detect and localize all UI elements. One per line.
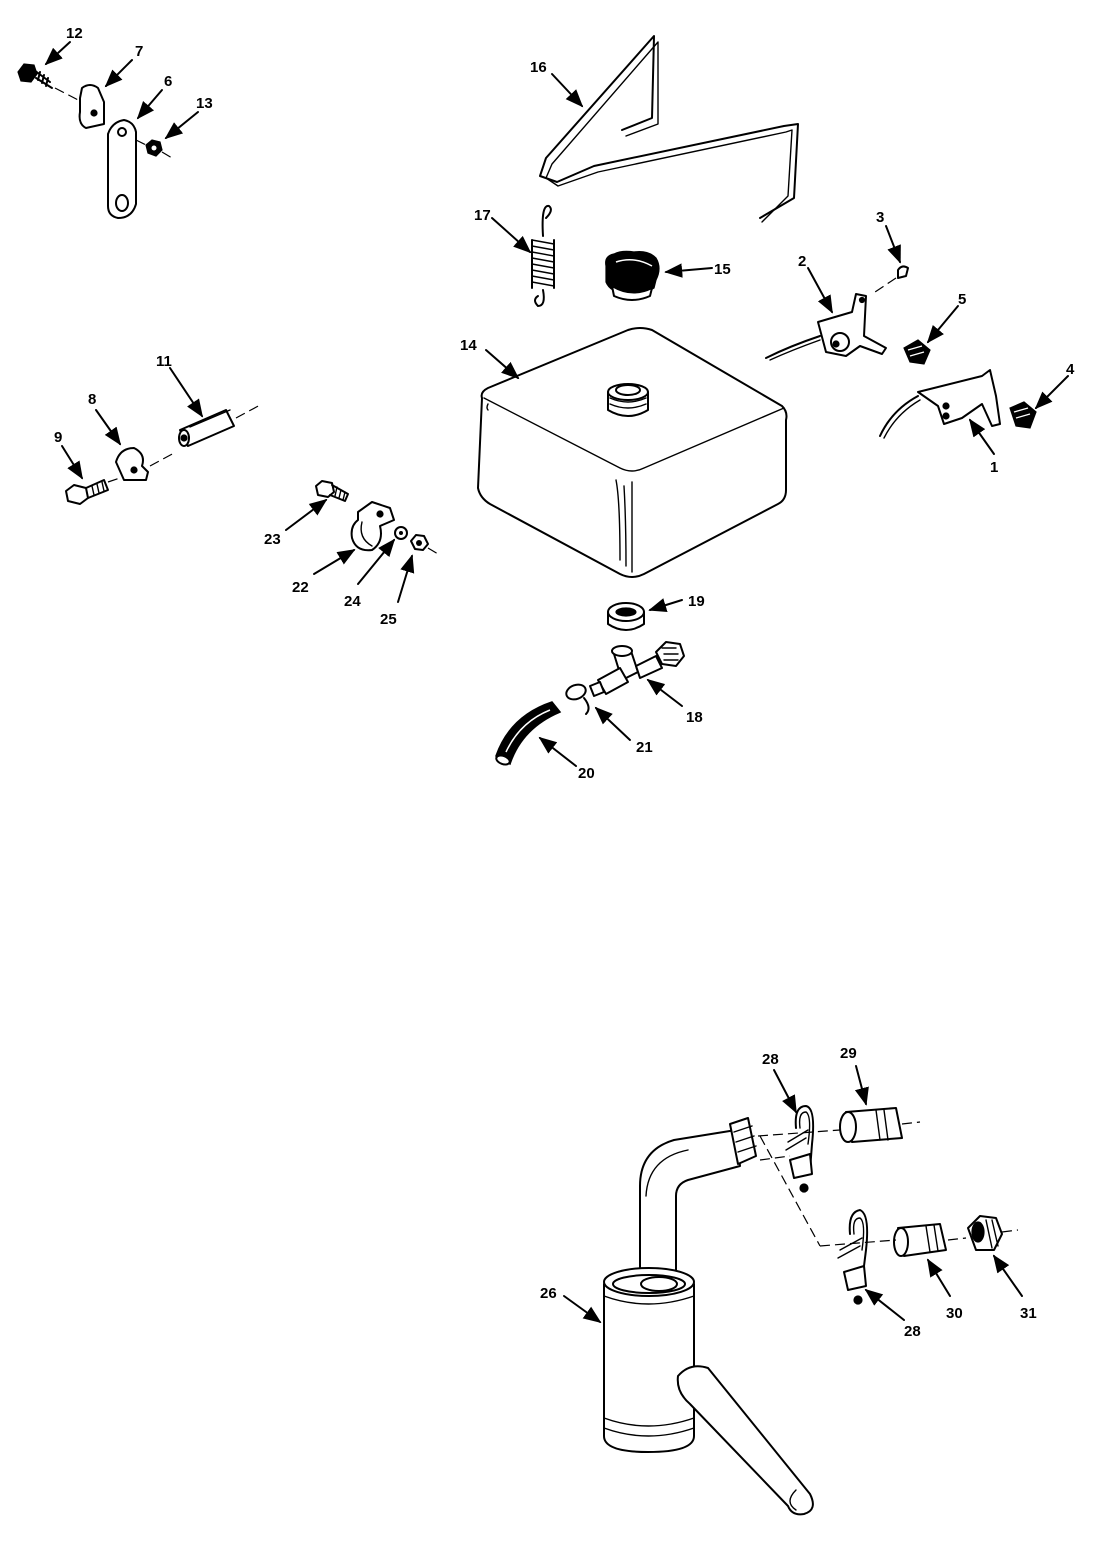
- callout-5: 5: [958, 291, 966, 308]
- part-24-washer: [394, 526, 408, 540]
- callout-3: 3: [876, 209, 884, 226]
- part-17-spring: [531, 204, 555, 307]
- part-14-fuel-tank: [477, 327, 788, 578]
- callout-21: 21: [636, 739, 653, 756]
- callout-19: 19: [688, 593, 705, 610]
- part-6-link-plate: [107, 119, 137, 219]
- part-12-bolt: [17, 63, 83, 103]
- callout-1: 1: [990, 459, 998, 476]
- part-20-fuel-hose: [495, 701, 562, 766]
- callout-11: 11: [156, 353, 172, 370]
- assembly-lines: [757, 1129, 897, 1247]
- callout-28-upper: 28: [762, 1051, 779, 1068]
- callout-12: 12: [66, 25, 83, 42]
- part-29-pipe-adapter: [839, 1107, 921, 1143]
- part-21-hose-clip: [565, 683, 590, 715]
- callout-7: 7: [135, 43, 143, 60]
- leader-arrows: [44, 41, 1069, 1324]
- callout-20: 20: [578, 765, 595, 782]
- callout-25: 25: [380, 611, 397, 628]
- callout-31: 31: [1020, 1305, 1037, 1322]
- callout-8: 8: [88, 391, 96, 408]
- part-23-screw: [315, 480, 349, 502]
- part-11-spacer: [178, 403, 263, 447]
- part-19-bushing: [607, 602, 645, 631]
- part-7-bracket: [78, 84, 105, 129]
- callout-29: 29: [840, 1045, 857, 1062]
- part-5-knob: [903, 339, 931, 365]
- callout-28-lower: 28: [904, 1323, 921, 1340]
- part-9-bolt: [65, 479, 109, 505]
- callout-6: 6: [164, 73, 172, 90]
- callout-13: 13: [196, 95, 213, 112]
- part-1-lever-assembly: [879, 369, 1001, 439]
- part-8-clip: [107, 447, 177, 483]
- callout-4: 4: [1066, 361, 1075, 378]
- part-22-clamp: [350, 501, 395, 552]
- callout-labels: 12 7 6 13 11 8 9 23 22 24 25 16 17 15 14…: [54, 25, 1075, 1340]
- callout-2: 2: [798, 253, 806, 270]
- callout-18: 18: [686, 709, 703, 726]
- part-3-screw: [871, 265, 909, 295]
- callout-22: 22: [292, 579, 309, 596]
- callout-9: 9: [54, 429, 62, 446]
- callout-26: 26: [540, 1285, 557, 1302]
- part-16-wire-rod: [539, 35, 799, 223]
- part-28-clamp-upper: [785, 1105, 815, 1193]
- part-2-throttle-bracket: [765, 293, 887, 361]
- part-13-nut: [135, 139, 173, 159]
- callout-17: 17: [474, 207, 491, 224]
- part-31-nut: [947, 1215, 1019, 1251]
- callout-16: 16: [530, 59, 547, 76]
- part-4-knob: [1009, 401, 1037, 429]
- part-30-pipe-adapter: [893, 1223, 947, 1257]
- part-28-clamp-lower: [837, 1209, 869, 1305]
- callout-30: 30: [946, 1305, 963, 1322]
- callout-24: 24: [344, 593, 361, 610]
- callout-15: 15: [714, 261, 731, 278]
- callout-14: 14: [460, 337, 477, 354]
- part-18-shutoff-valve: [589, 641, 685, 697]
- part-26-muffler: [603, 1117, 814, 1516]
- part-25-nut: [410, 534, 439, 555]
- part-15-fuel-cap: [605, 250, 660, 301]
- callout-23: 23: [264, 531, 281, 548]
